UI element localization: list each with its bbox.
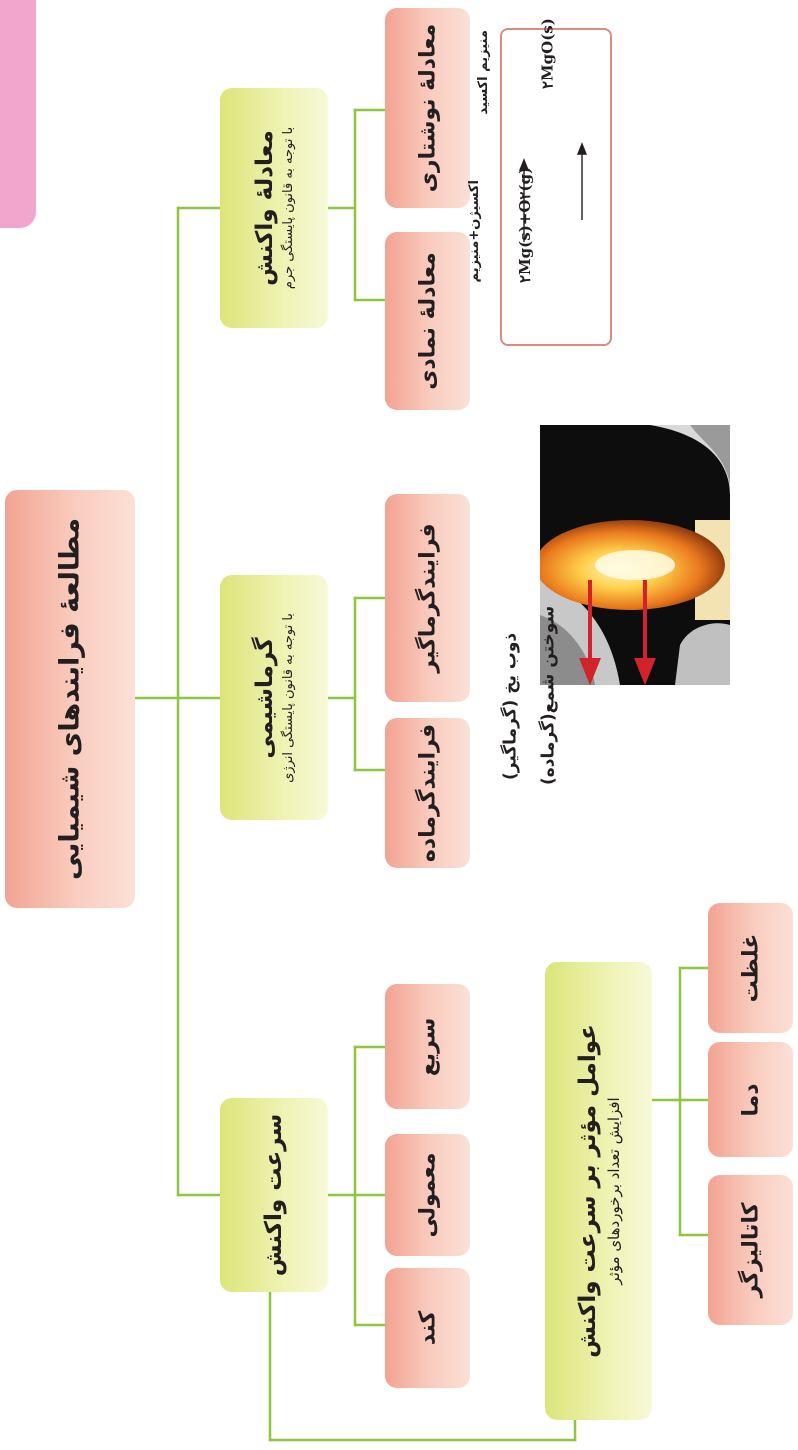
temperature-label: دما bbox=[738, 1082, 763, 1117]
fast-box: سریع bbox=[385, 984, 470, 1109]
ice-melting-label: ذوب یخ (گرماگیر) bbox=[500, 632, 521, 780]
equation-arrows bbox=[518, 142, 588, 242]
temperature-box: دما bbox=[708, 1042, 793, 1157]
exothermic-box: فرایندگرماده bbox=[385, 718, 470, 868]
normal-box: معمولی bbox=[385, 1134, 470, 1256]
slow-label: کند bbox=[415, 1310, 440, 1346]
side-tab bbox=[0, 0, 36, 228]
catalyst-label: کاتالیزگر bbox=[738, 1202, 763, 1298]
word-equation-reactants: اکسیژن+منیزیم bbox=[466, 180, 482, 283]
main-title-box: مطالعهٔ فرایندهای شیمیایی bbox=[5, 490, 135, 908]
equation-subtitle: با توجه به قانون پایستگی جرم bbox=[281, 126, 296, 290]
endothermic-box: فرایندگرماگیر bbox=[385, 494, 470, 702]
rate-box: سرعت واکنش bbox=[220, 1098, 328, 1292]
candle-ice-photo bbox=[540, 425, 730, 685]
fast-label: سریع bbox=[415, 1017, 440, 1076]
main-title: مطالعهٔ فرایندهای شیمیایی bbox=[54, 517, 86, 881]
written-equation-label: معادلهٔ نوشتاری bbox=[415, 23, 440, 193]
candle-burning-label: سوختن شمع(گرماده) bbox=[538, 605, 559, 785]
photo-arrows bbox=[579, 580, 656, 686]
symbolic-equation-box: معادلهٔ نمادی bbox=[385, 232, 470, 410]
factors-subtitle: افزایش تعداد برخوردهای مؤثر bbox=[604, 1097, 623, 1285]
concentration-label: غلظت bbox=[738, 933, 763, 1003]
written-equation-box: معادلهٔ نوشتاری bbox=[385, 8, 470, 208]
normal-label: معمولی bbox=[415, 1152, 440, 1238]
equation-example-box: اکسیژن+منیزیم منیزیم اکسید ۲Mg(s)+O۲(g) … bbox=[467, 18, 612, 346]
rate-title: سرعت واکنش bbox=[261, 1113, 287, 1277]
word-equation-product: منیزیم اکسید bbox=[475, 30, 491, 115]
concentration-box: غلظت bbox=[708, 903, 793, 1033]
catalyst-box: کاتالیزگر bbox=[708, 1175, 793, 1325]
symbolic-equation-label: معادلهٔ نمادی bbox=[415, 252, 440, 390]
exothermic-label: فرایندگرماده bbox=[415, 723, 440, 863]
slow-box: کند bbox=[385, 1268, 470, 1388]
endothermic-label: فرایندگرماگیر bbox=[415, 523, 440, 673]
thermo-subtitle: با توجه به قانون پایستگی انرژی bbox=[281, 612, 296, 783]
